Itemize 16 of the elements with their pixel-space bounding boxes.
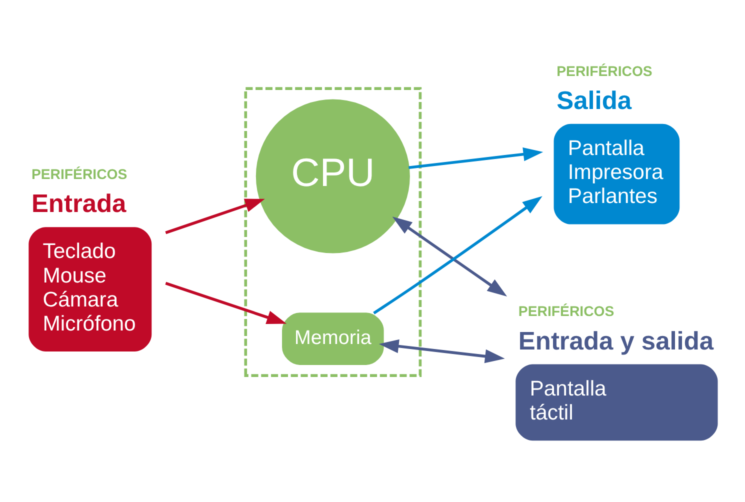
node-label: Entrada <box>31 190 126 218</box>
node-box: Pantalla táctil <box>516 364 718 440</box>
node-label: PERIFÉRICOS <box>556 62 652 78</box>
node-label: Salida <box>556 86 632 114</box>
node-label: Entrada y salida <box>518 326 714 355</box>
node-box: Pantalla Impresora Parlantes <box>554 123 680 224</box>
arrow <box>373 196 542 314</box>
node-box: Teclado Mouse Cámara Micrófono <box>28 226 152 352</box>
node-circle: CPU <box>256 98 410 253</box>
arrow <box>165 281 287 324</box>
node-label: PERIFÉRICOS <box>518 302 614 319</box>
arrow <box>378 338 505 363</box>
node-label: PERIFÉRICOS <box>31 166 128 182</box>
node-box: Memoria <box>282 312 384 364</box>
arrow <box>165 198 265 234</box>
arrow <box>392 216 508 296</box>
